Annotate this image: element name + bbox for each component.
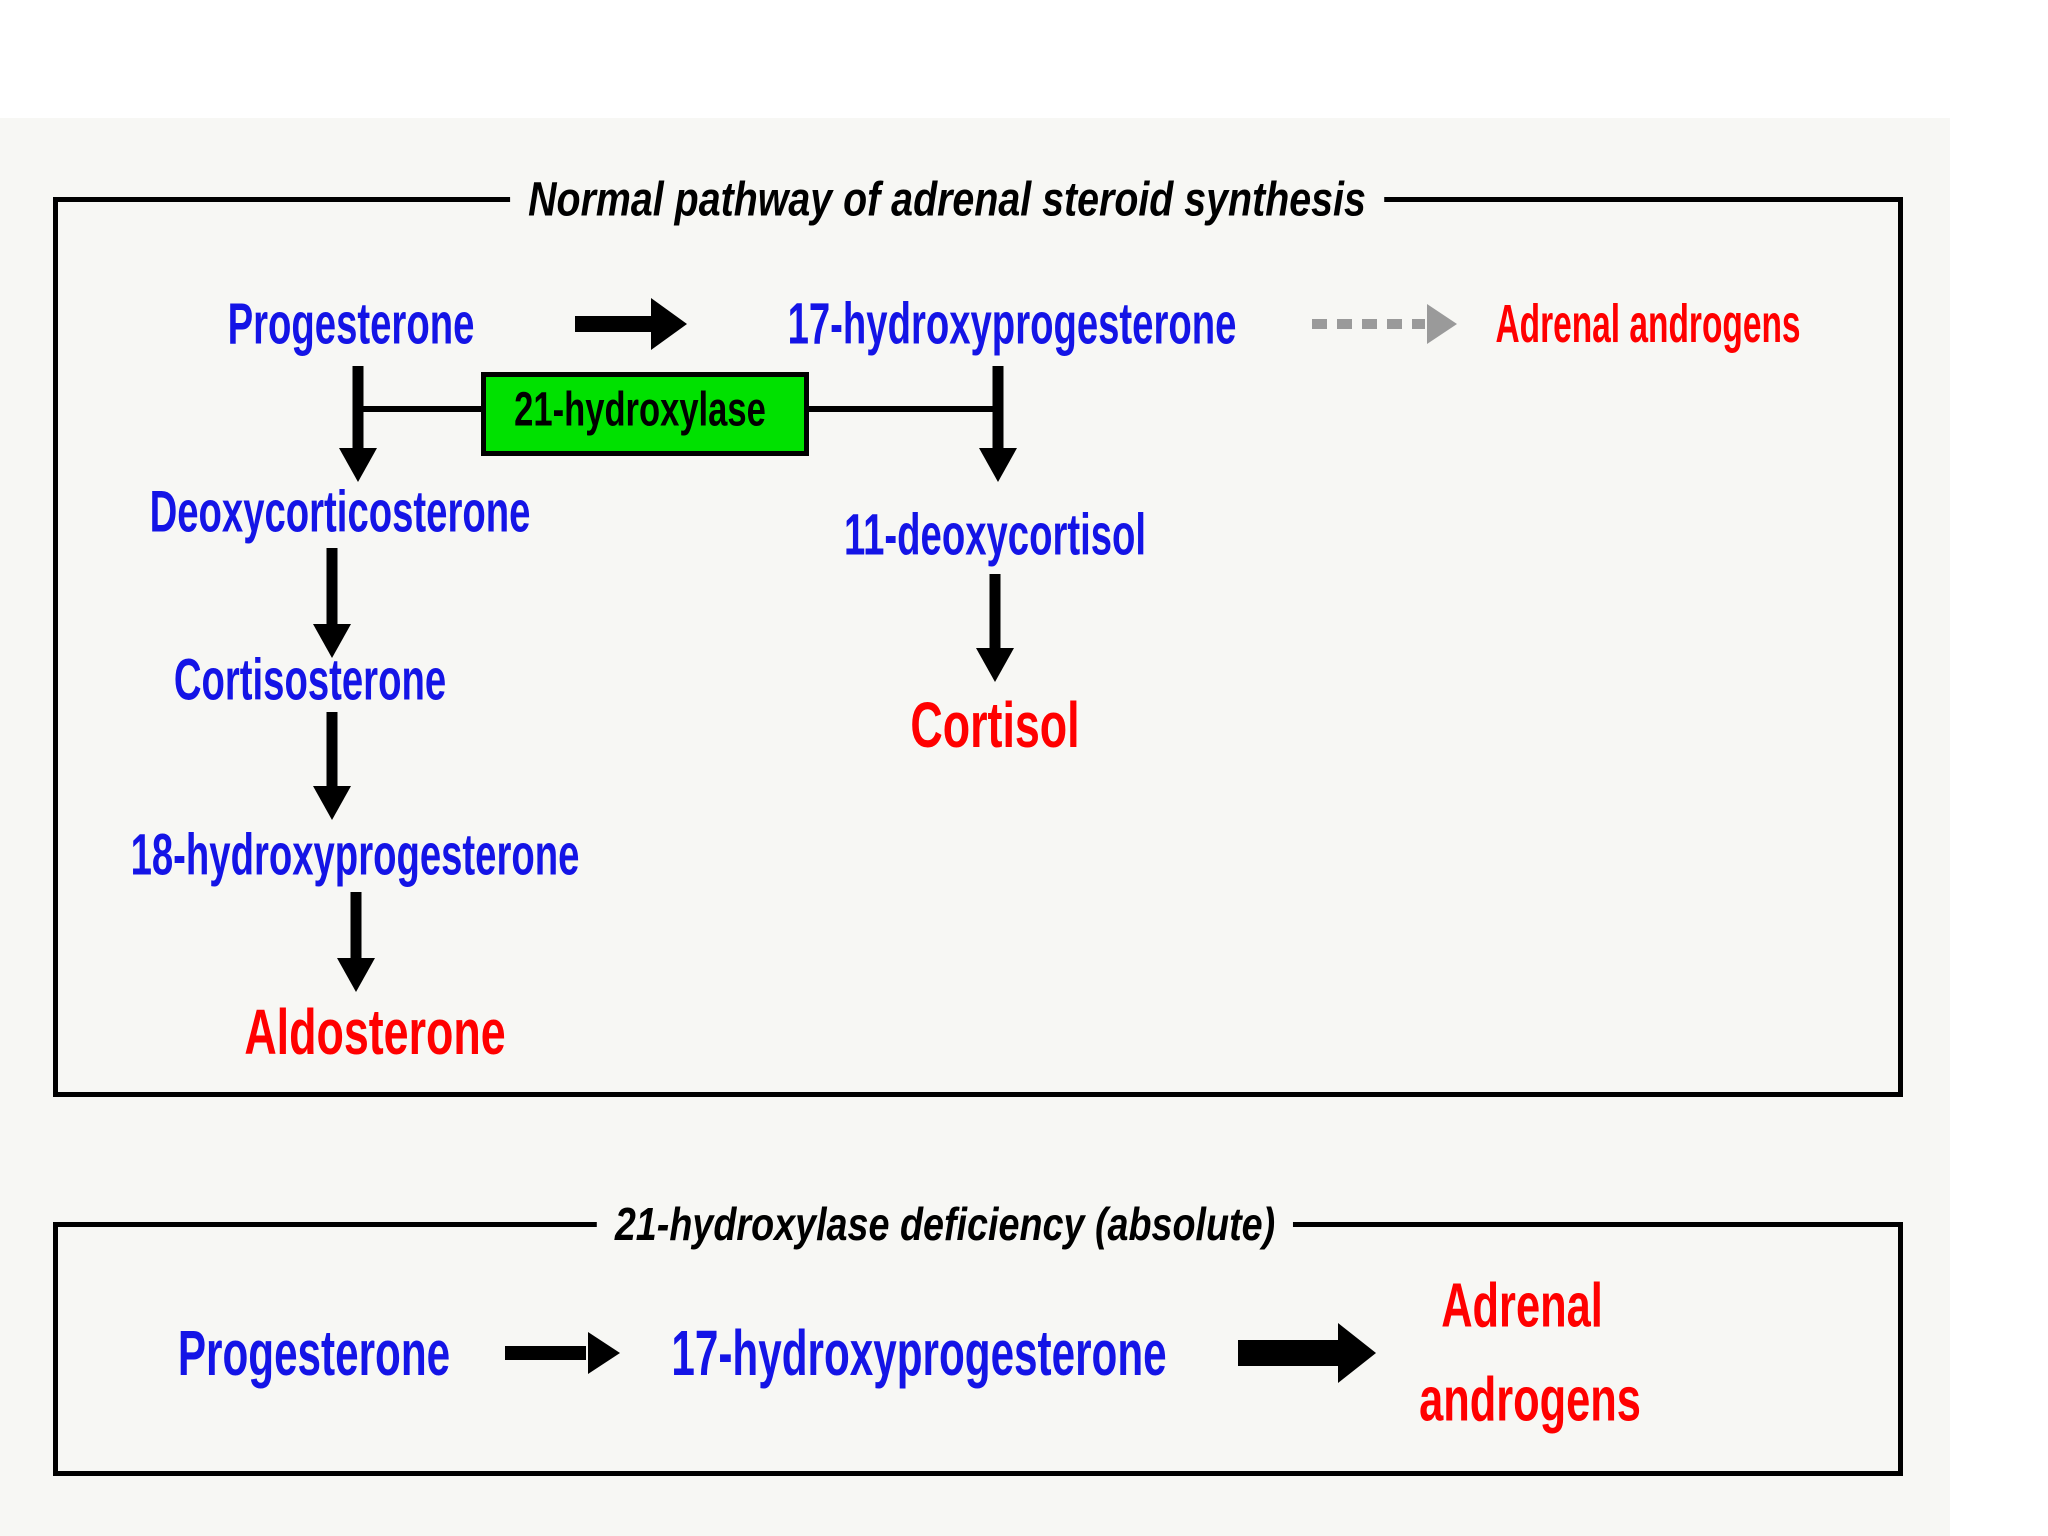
diagram-panel-background <box>0 118 1950 1536</box>
node-adrenal-androgens-deficiency-line2: androgens <box>1419 1365 1641 1435</box>
arrow-head <box>339 448 377 482</box>
arrow-stem <box>326 548 338 626</box>
arrow-head <box>979 448 1017 482</box>
node-aldosterone: Aldosterone <box>244 996 506 1068</box>
arrow-stem <box>352 366 364 450</box>
arrow-cortisosterone-down-icon <box>313 712 351 820</box>
node-cortisol: Cortisol <box>910 689 1080 761</box>
arrow-18ohp-down-icon <box>337 892 375 992</box>
arrow-head <box>651 298 687 350</box>
arrow-head <box>1338 1323 1376 1383</box>
arrow-11-deoxycortisol-down-icon <box>976 574 1014 682</box>
node-11-deoxycortisol: 11-deoxycortisol <box>843 502 1147 568</box>
arrow-stem <box>505 1346 586 1360</box>
enzyme-21-hydroxylase-label: 21-hydroxylase <box>514 383 766 437</box>
node-17-hydroxyprogesterone-deficiency: 17-hydroxyprogesterone <box>671 1317 1167 1389</box>
arrow-deoxycorticosterone-down-icon <box>313 548 351 658</box>
arrow-head <box>313 786 351 820</box>
deficiency-pathway-title: 21-hydroxylase deficiency (absolute) <box>596 1197 1294 1251</box>
node-adrenal-androgens: Adrenal androgens <box>1495 294 1801 354</box>
arrow-head <box>588 1332 620 1374</box>
node-adrenal-androgens-deficiency-line1: Adrenal <box>1441 1271 1603 1341</box>
arrow-head <box>976 648 1014 682</box>
arrow-stem <box>350 892 362 960</box>
enzyme-21-hydroxylase-box <box>481 372 809 456</box>
arrow-head <box>313 624 351 658</box>
arrow-stem <box>326 712 338 788</box>
arrow-progesterone-down-icon <box>339 366 377 482</box>
node-progesterone: Progesterone <box>227 291 475 357</box>
arrow-stem <box>992 366 1004 450</box>
arrow-head <box>337 958 375 992</box>
arrow-stem <box>575 316 651 332</box>
dashed-arrow-head <box>1427 304 1457 344</box>
arrow-stem <box>1238 1340 1338 1366</box>
node-18-hydroxyprogesterone: 18-hydroxyprogesterone <box>130 822 580 888</box>
arrow-stem <box>989 574 1001 650</box>
node-17-hydroxyprogesterone: 17-hydroxyprogesterone <box>787 291 1237 357</box>
node-deoxycorticosterone: Deoxycorticosterone <box>149 479 531 545</box>
arrow-17ohp-down-icon <box>979 366 1017 482</box>
normal-pathway-title: Normal pathway of adrenal steroid synthe… <box>510 172 1384 228</box>
node-progesterone-deficiency: Progesterone <box>177 1317 451 1389</box>
dashed-arrow-stem <box>1312 319 1425 329</box>
node-cortisosterone: Cortisosterone <box>173 647 447 713</box>
